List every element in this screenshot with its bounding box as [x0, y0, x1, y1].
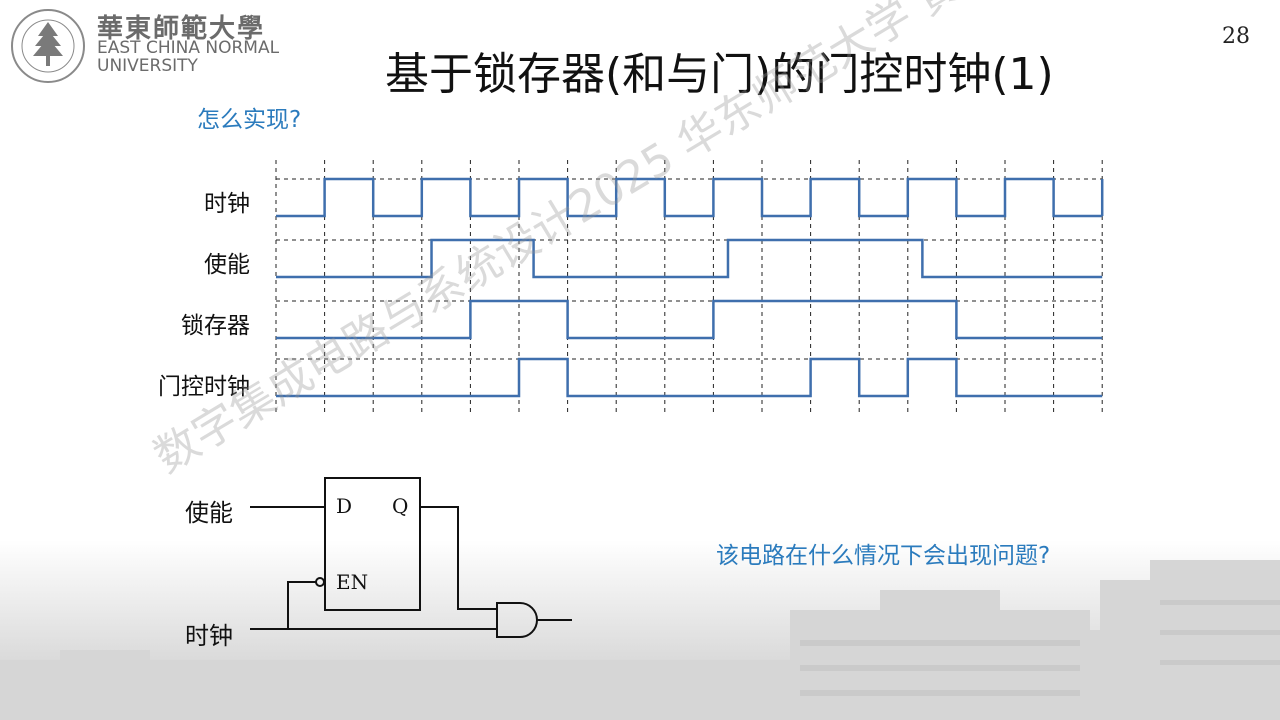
circuit-question: 该电路在什么情况下会出现问题?: [716, 543, 1051, 569]
latch-q-pin: Q: [392, 494, 409, 518]
waveform-gated-clock: [276, 357, 1103, 398]
campus-background-image: [0, 540, 1280, 720]
circuit-clock-label: 时钟: [185, 622, 233, 650]
timing-waveforms: [276, 177, 1104, 398]
subtitle-question: 怎么实现?: [197, 107, 302, 133]
signal-label-enable: 使能: [204, 252, 250, 278]
en-inversion-bubble: [315, 577, 325, 587]
slide-title: 基于锁存器(和与门)的门控时钟(1): [385, 49, 1054, 100]
university-name-cn: 華東師範大學: [97, 14, 266, 44]
clock-to-en-wire: [287, 581, 316, 629]
waveform-enable: [276, 238, 1103, 279]
university-name-en-line1: EAST CHINA NORMAL: [97, 38, 280, 58]
latch-block: [324, 477, 421, 611]
circuit-enable-label: 使能: [185, 499, 233, 527]
and-gate: [496, 602, 538, 638]
waveform-latch: [276, 299, 1103, 340]
signal-label-gated-clock: 门控时钟: [158, 374, 250, 400]
q-to-and-wire: [420, 506, 497, 610]
latch-en-pin: EN: [336, 570, 369, 594]
university-seal-icon: [11, 9, 85, 83]
waveform-clock: [276, 177, 1103, 218]
signal-label-clock: 时钟: [204, 191, 250, 217]
signal-label-latch: 锁存器: [181, 313, 250, 339]
latch-d-pin: D: [336, 494, 353, 518]
page-number: 28: [1222, 24, 1250, 49]
university-name-en-line2: UNIVERSITY: [97, 56, 198, 76]
